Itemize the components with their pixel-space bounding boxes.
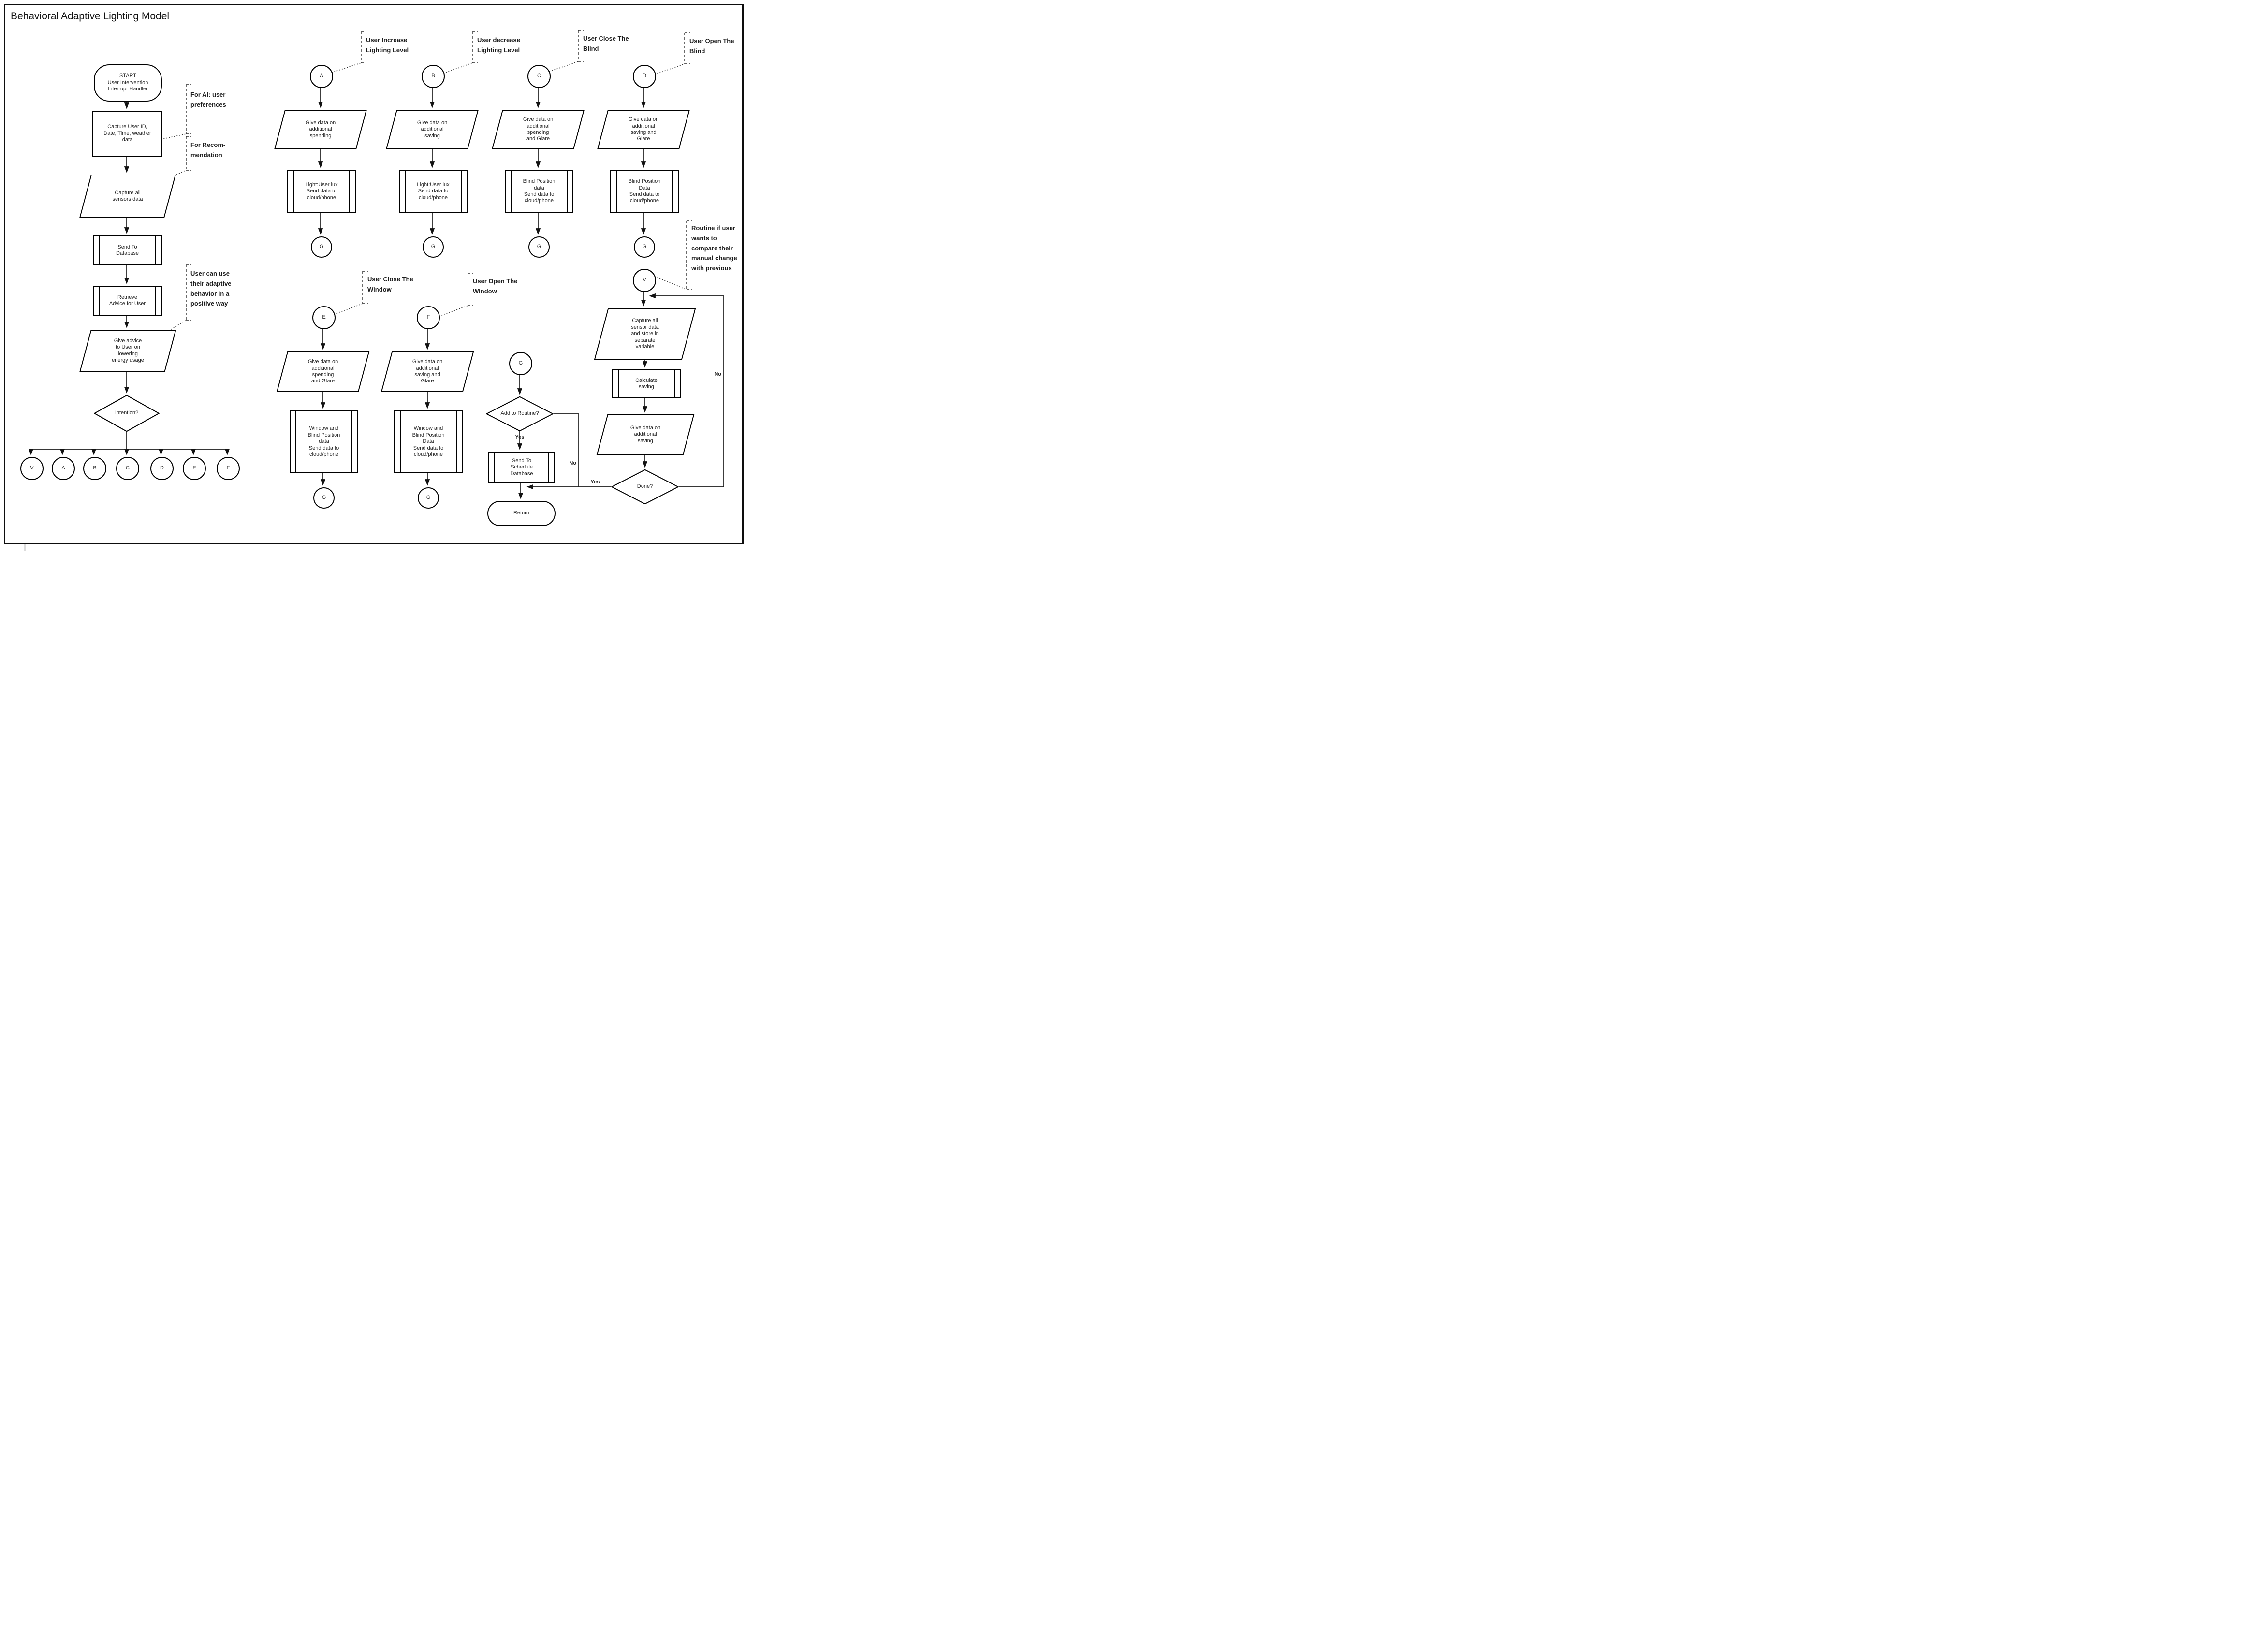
annotation-for-recommendation: For Recom- mendation: [190, 141, 226, 159]
process-capture-user: Capture User ID, Date, Time, weather dat…: [92, 111, 162, 157]
io-saving-glare-d: Give data on additional saving and Glare: [597, 110, 690, 149]
predefined-blind-position-c: Blind Position data Send data to cloud/p…: [505, 170, 573, 213]
io-capture-sensor-separate: Capture all sensor data and store in sep…: [594, 308, 696, 360]
connector-branch-v: V: [20, 457, 44, 480]
connector-g-e: G: [313, 487, 335, 509]
predefined-window-blind-f: Window and Blind Position Data Send data…: [394, 410, 463, 473]
connector-d: D: [633, 65, 656, 88]
connector-g-b: G: [423, 236, 444, 258]
predefined-blind-position-d: Blind Position Data Send data to cloud/p…: [610, 170, 679, 213]
connector-a: A: [310, 65, 333, 88]
annotation-for-ai: For AI: user preferences: [190, 91, 226, 108]
annotation-user-increase: User Increase Lighting Level: [366, 36, 409, 54]
label-no-done: No: [714, 371, 721, 377]
label-yes-add-routine: Yes: [515, 434, 525, 440]
connector-b: B: [422, 65, 445, 88]
connector-g-a: G: [311, 236, 332, 258]
io-give-advice: Give advice to User on lowering energy u…: [79, 330, 176, 372]
predefined-retrieve-advice: Retrieve Advice for User: [93, 286, 162, 316]
io-saving-glare-f: Give data on additional saving and Glare: [380, 351, 474, 392]
connector-g-c: G: [528, 236, 550, 258]
io-capture-sensors: Capture all sensors data: [79, 175, 176, 218]
predefined-light-lux-a: Light:User lux Send data to cloud/phone: [287, 170, 356, 213]
connector-branch-d: D: [150, 457, 174, 480]
connector-branch-e: E: [183, 457, 206, 480]
connector-g-entry: G: [509, 352, 532, 375]
label-yes-done: Yes: [583, 479, 607, 485]
io-spending-glare-c: Give data on additional spending and Gla…: [492, 110, 585, 149]
connector-v: V: [633, 269, 656, 292]
annotation-open-blind: User Open The Blind: [689, 37, 734, 55]
connector-c: C: [527, 65, 551, 88]
terminator-return: Return: [487, 501, 556, 526]
label-no-add-routine: No: [569, 460, 576, 466]
predefined-window-blind-e: Window and Blind Position data Send data…: [290, 410, 358, 473]
flowchart-page: Behavioral Adaptive Lighting Model: [0, 0, 751, 551]
predefined-calculate-saving: Calculate saving: [612, 369, 681, 398]
annotation-close-window: User Close The Window: [367, 276, 413, 293]
connector-branch-c: C: [116, 457, 139, 480]
connector-f: F: [417, 306, 440, 329]
io-spending-a: Give data on additional spending: [274, 110, 367, 149]
annotation-user-decrease: User decrease Lighting Level: [477, 36, 520, 54]
connector-e: E: [312, 306, 336, 329]
flow-arrows: [28, 86, 724, 499]
io-saving-b: Give data on additional saving: [386, 110, 479, 149]
decision-add-to-routine: Add to Routine?: [486, 396, 554, 431]
connector-branch-f: F: [217, 457, 240, 480]
annotation-open-window: User Open The Window: [473, 278, 518, 295]
connector-g-d: G: [634, 236, 655, 258]
page-title: Behavioral Adaptive Lighting Model: [11, 11, 170, 22]
predefined-send-schedule-db: Send To Schedule Database: [488, 452, 555, 483]
connector-g-f: G: [418, 487, 439, 509]
annotation-close-blind: User Close The Blind: [583, 35, 629, 52]
annotation-adaptive-behavior: User can use their adaptive behavior in …: [190, 270, 232, 307]
predefined-light-lux-b: Light:User lux Send data to cloud/phone: [399, 170, 468, 213]
page-border: [4, 4, 744, 544]
terminator-start: START User Intervention Interrupt Handle…: [94, 64, 162, 102]
connector-branch-a: A: [52, 457, 75, 480]
annotation-brackets: [186, 30, 692, 321]
connector-branch-b: B: [83, 457, 106, 480]
connector-layer: [28, 30, 724, 499]
scroll-artifact: [24, 544, 26, 551]
decision-intention: Intention?: [94, 395, 160, 432]
decision-done: Done?: [611, 469, 679, 504]
predefined-send-to-database: Send To Database: [93, 235, 162, 265]
io-additional-saving-v: Give data on additional saving: [596, 414, 695, 455]
annotation-routine-compare: Routine if user wants to compare their m…: [691, 224, 737, 272]
io-spending-glare-e: Give data on additional spending and Gla…: [276, 351, 370, 392]
